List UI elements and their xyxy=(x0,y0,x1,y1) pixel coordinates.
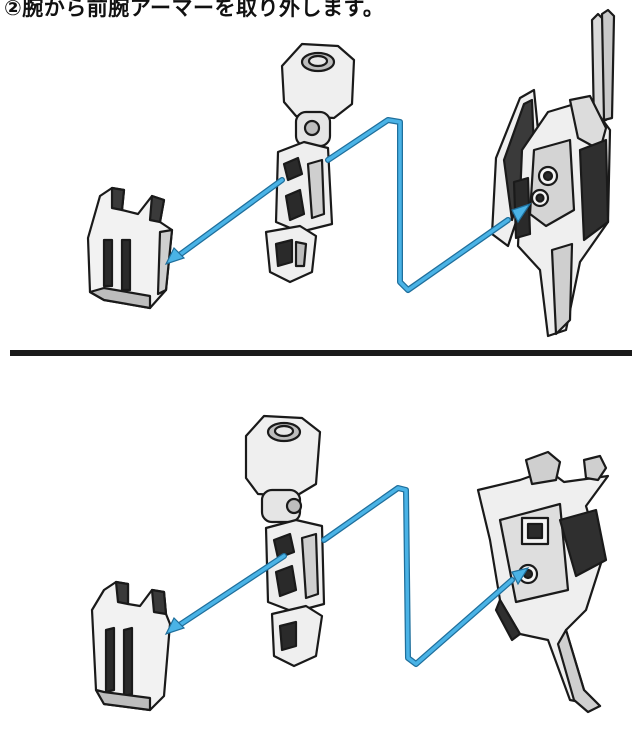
top-illustration xyxy=(0,0,632,350)
arm-part xyxy=(266,44,354,282)
mount-part xyxy=(492,10,614,336)
removal-arrow xyxy=(166,556,284,634)
step-panel-top xyxy=(0,0,632,350)
forearm-armor-part xyxy=(88,188,172,308)
removal-arrow xyxy=(166,180,282,264)
arm-part xyxy=(246,416,324,666)
step-panel-bottom xyxy=(0,356,632,732)
forearm-armor-part xyxy=(92,582,170,710)
mount-part xyxy=(478,452,608,712)
bottom-illustration xyxy=(0,356,632,732)
